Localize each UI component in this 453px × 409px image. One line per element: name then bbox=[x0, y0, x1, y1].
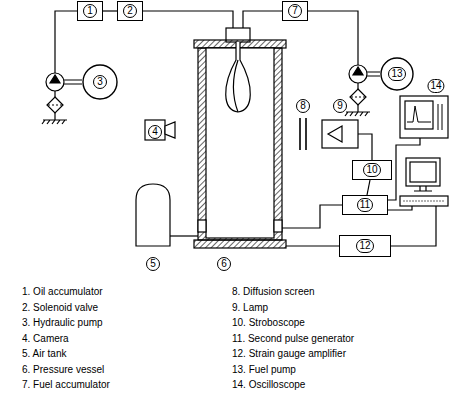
legend-item: 1. Oil accumulator bbox=[22, 286, 103, 298]
lamp-symbol bbox=[328, 126, 342, 142]
window bbox=[198, 220, 206, 232]
legend-item: 9. Lamp bbox=[232, 302, 268, 314]
connector-line bbox=[367, 180, 370, 195]
component-box: 7 bbox=[282, 1, 308, 21]
pump-triangle bbox=[50, 75, 60, 83]
callout-wrap: 14 bbox=[427, 75, 444, 93]
legend-item: 5. Air tank bbox=[22, 348, 66, 360]
legend-item: 8. Diffusion screen bbox=[232, 286, 315, 298]
window bbox=[274, 220, 282, 232]
signal-wire bbox=[286, 245, 339, 246]
callout-wrap: 9 bbox=[333, 95, 347, 113]
callout-wrap: 4 bbox=[148, 121, 162, 139]
legend-item: 2. Solenoid valve bbox=[22, 302, 98, 314]
legend-item: 13. Fuel pump bbox=[232, 364, 296, 376]
callout-number: 10 bbox=[363, 163, 380, 177]
legend-item: 3. Hydraulic pump bbox=[22, 317, 103, 329]
filter-element bbox=[48, 104, 62, 105]
filter-symbol bbox=[350, 89, 366, 105]
component-box: 1 bbox=[77, 1, 103, 21]
callout-wrap: 8 bbox=[296, 95, 310, 113]
callout-number: 8 bbox=[296, 99, 310, 113]
signal-wire bbox=[388, 206, 412, 210]
oscilloscope-screen bbox=[405, 101, 433, 129]
motor-circle-outline bbox=[83, 65, 117, 99]
callout-number: 9 bbox=[333, 99, 347, 113]
legend-item: 14. Oscilloscope bbox=[232, 379, 305, 391]
signal-wire bbox=[391, 206, 436, 246]
oil-line bbox=[55, 11, 77, 73]
signal-wire bbox=[282, 205, 342, 228]
callout-number: 13 bbox=[388, 67, 405, 81]
fuel-spray bbox=[226, 42, 251, 112]
oscilloscope-body bbox=[400, 96, 448, 138]
computer-screen bbox=[410, 162, 436, 182]
camera-lens bbox=[165, 122, 175, 138]
component-box: 2 bbox=[117, 1, 143, 21]
oscilloscope-trace bbox=[407, 106, 431, 122]
callout-wrap: 5 bbox=[146, 253, 160, 271]
lamp-housing bbox=[322, 120, 358, 148]
pump-shaft bbox=[367, 72, 380, 76]
fuel-line bbox=[243, 11, 282, 28]
tank-symbol bbox=[42, 120, 67, 124]
fuel-line bbox=[308, 11, 358, 65]
callout-number: 1 bbox=[83, 4, 97, 18]
callout-number: 11 bbox=[357, 198, 373, 212]
callout-number: 7 bbox=[288, 4, 302, 18]
callout-number: 4 bbox=[148, 125, 162, 139]
vessel-base bbox=[194, 240, 286, 248]
callout-number: 2 bbox=[123, 4, 137, 18]
callout-number: 14 bbox=[427, 79, 444, 93]
callout-number: 6 bbox=[217, 257, 231, 271]
lamp-wire bbox=[358, 134, 372, 160]
component-box: 12 bbox=[339, 235, 391, 257]
oscilloscope-knobs bbox=[438, 104, 442, 130]
diffusion-screen bbox=[300, 118, 306, 150]
motor-circle: 13 bbox=[380, 57, 414, 91]
air-line bbox=[170, 235, 198, 236]
motor-circle-outline bbox=[381, 58, 413, 90]
component-box: 10 bbox=[352, 160, 392, 180]
filter-symbol bbox=[47, 97, 63, 113]
callout-wrap: 6 bbox=[217, 253, 231, 271]
connector-line bbox=[103, 10, 117, 11]
legend-item: 12. Strain gauge amplifier bbox=[232, 348, 346, 360]
keyboard-keys bbox=[403, 201, 445, 202]
filter-element bbox=[351, 96, 365, 97]
spray-core bbox=[234, 60, 239, 112]
component-box: 11 bbox=[342, 195, 388, 215]
computer-keyboard bbox=[400, 196, 448, 206]
air-tank bbox=[136, 184, 170, 246]
legend-item: 4. Camera bbox=[22, 333, 69, 345]
callout-number: 5 bbox=[146, 257, 160, 271]
legend-item: 7. Fuel accumulator bbox=[22, 379, 110, 391]
camera-body bbox=[145, 120, 165, 140]
computer-monitor bbox=[406, 158, 440, 186]
legend-item: 6. Pressure vessel bbox=[22, 364, 104, 376]
tank-symbol bbox=[345, 112, 370, 116]
pump-triangle bbox=[353, 67, 363, 75]
callout-number: 12 bbox=[356, 239, 373, 253]
pump-symbol bbox=[46, 73, 64, 91]
pump-symbol bbox=[349, 65, 367, 83]
legend-item: 10. Stroboscope bbox=[232, 317, 305, 329]
oil-line bbox=[143, 11, 233, 28]
callout-number: 3 bbox=[93, 75, 107, 89]
motor-circle: 3 bbox=[82, 64, 118, 100]
computer-stand bbox=[414, 186, 432, 191]
pump-shaft bbox=[64, 80, 82, 84]
legend-item: 11. Second pulse generator bbox=[232, 333, 354, 345]
